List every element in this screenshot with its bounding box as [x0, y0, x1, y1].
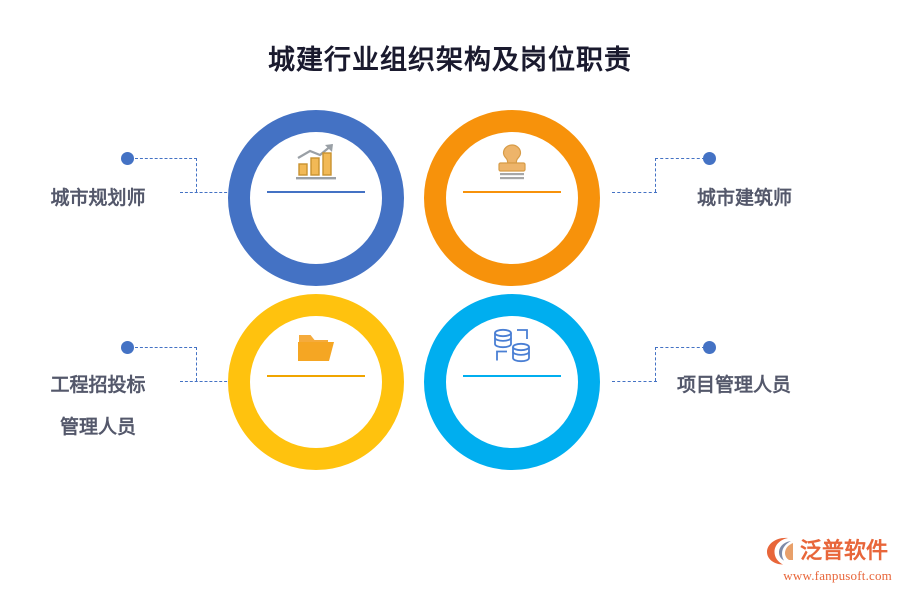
bar-chart-growth-icon [294, 136, 338, 182]
connector-dot-bidding-manager [121, 341, 134, 354]
connector-segment [655, 347, 656, 381]
database-stack-icon [490, 320, 534, 366]
brand-url: www.fanpusoft.com [783, 568, 892, 583]
connector-segment [655, 158, 656, 192]
connector-segment [655, 158, 705, 159]
connector-dot-city-planner [121, 152, 134, 165]
brand-logo-row: 泛普软件 [766, 534, 892, 567]
node-divider [463, 375, 561, 377]
open-folder-icon [295, 320, 337, 366]
node-label-city-architect: 城市建筑师 [697, 183, 887, 215]
node-label-line: 管理人员 [59, 417, 136, 438]
node-circle-content [250, 316, 382, 448]
connector-segment [612, 381, 657, 382]
fanpu-swoosh-logo-icon [767, 537, 793, 564]
connector-segment [180, 192, 232, 193]
node-label-line: 城市规划师 [50, 188, 146, 209]
node-circle-content [446, 132, 578, 264]
node-label-project-manager: 项目管理人员 [677, 370, 877, 402]
node-circle-city-planner[interactable] [228, 110, 404, 286]
node-divider [267, 191, 365, 193]
connector-segment [135, 347, 197, 348]
node-label-bidding-manager: 工程招投标 管理人员 [18, 370, 178, 444]
node-circle-bidding-manager[interactable] [228, 294, 404, 470]
node-circle-content [446, 316, 578, 448]
node-circle-content [250, 132, 382, 264]
node-divider [267, 375, 365, 377]
connector-segment [180, 381, 232, 382]
node-divider [463, 191, 561, 193]
connector-segment [612, 192, 657, 193]
stamp-icon [493, 136, 531, 182]
connector-segment [196, 347, 197, 381]
brand-name: 泛普软件 [800, 537, 889, 563]
connector-dot-project-manager [703, 341, 716, 354]
node-label-line: 城市建筑师 [697, 188, 793, 209]
brand-logo[interactable]: 泛普软件 www.fanpusoft.com [766, 534, 892, 586]
connector-dot-city-architect [703, 152, 716, 165]
page-title: 城建行业组织架构及岗位职责 [268, 45, 632, 75]
node-circle-project-manager[interactable] [424, 294, 600, 470]
node-label-line: 工程招投标 [50, 375, 146, 396]
node-label-city-planner: 城市规划师 [18, 183, 178, 215]
connector-segment [135, 158, 197, 159]
node-circle-city-architect[interactable] [424, 110, 600, 286]
node-label-line: 项目管理人员 [677, 375, 792, 396]
connector-segment [655, 347, 705, 348]
connector-segment [196, 158, 197, 192]
